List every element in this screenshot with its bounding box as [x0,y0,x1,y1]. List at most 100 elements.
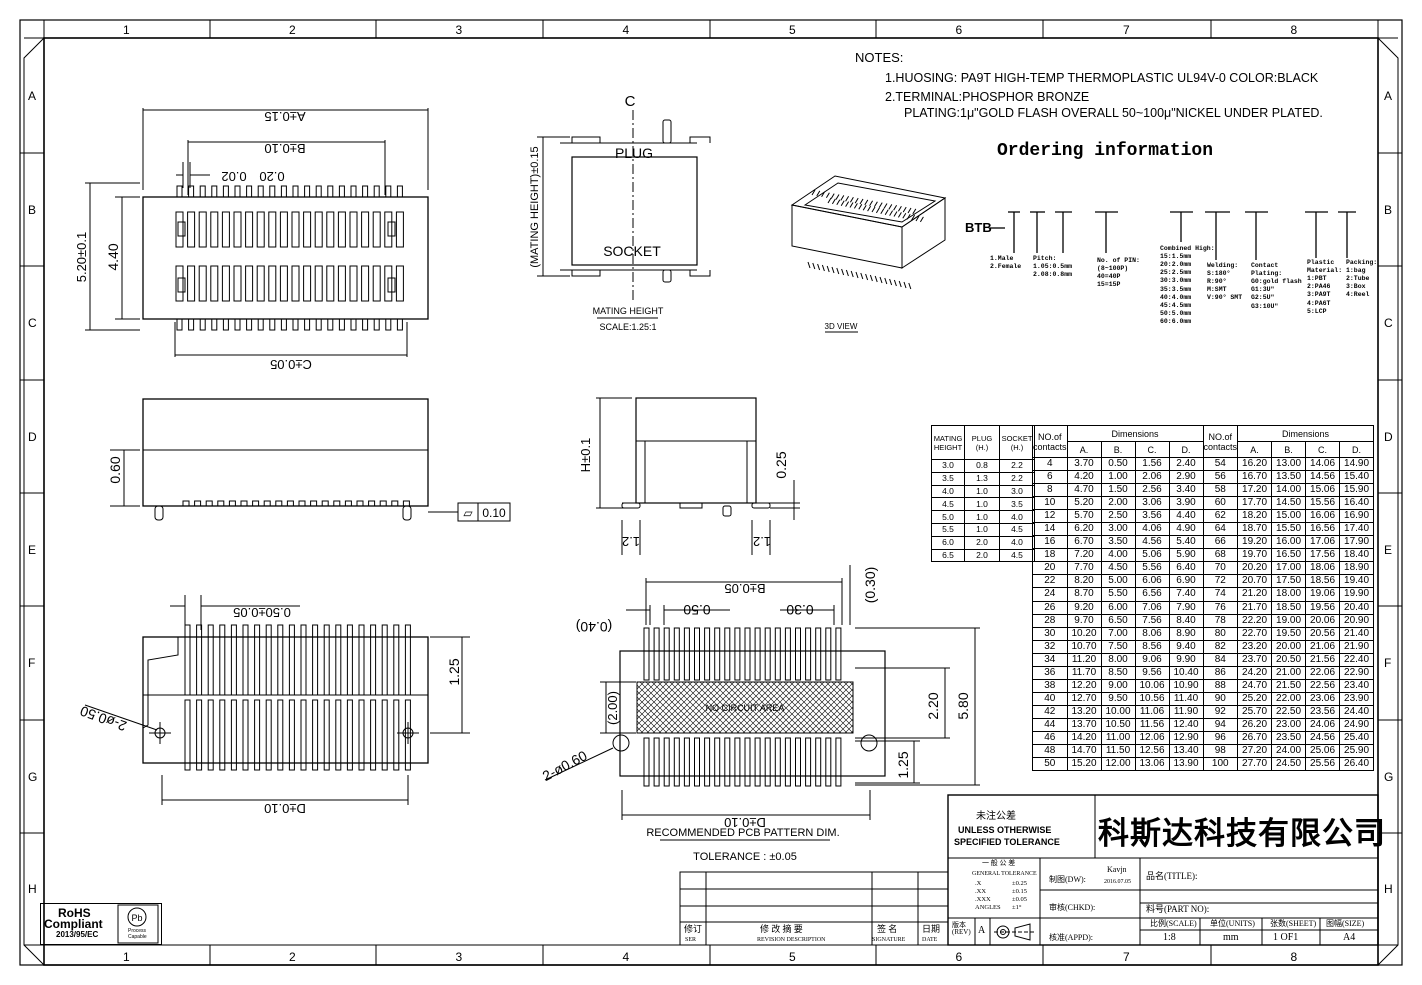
order-pins-3: 15=15P [1097,281,1121,289]
dim-cell: 7.90 [1168,600,1204,615]
dim-cell: 96 [1202,730,1239,746]
dim-p040: (0.40) [576,619,613,635]
dim-cell: 20.00 [1271,639,1307,654]
dim-cell: 54 [1202,456,1239,472]
dim-h060: 0.60 [107,456,123,483]
dim-cell: 14.90 [1339,456,1375,472]
tol-row-2-label: .XXX [975,896,991,903]
tol-row-3-label: ANGLES [975,904,1001,911]
dim-cell: 44 [1032,717,1068,732]
order-height-7: 45:4.5mm [1160,301,1192,309]
dim-pitch: 0.50±0.05 [233,605,291,620]
order-plating-5: G3:10U" [1251,302,1279,310]
frame-col-8-bottom: 8 [1290,950,1298,964]
dim-cell: 20.50 [1271,652,1307,667]
dim-cell: 10.50 [1100,717,1136,732]
dim-cell: 23.40 [1339,678,1375,693]
frame-row-A-right: A [1384,88,1393,103]
dim-cell: 9.06 [1134,652,1170,667]
dim-cell: 14.70 [1066,744,1102,759]
order-packing-2: 2:Tube [1346,275,1370,283]
dim-cell: 21.90 [1339,639,1375,654]
dim-cell: 25.90 [1339,744,1375,759]
dim-w520: 5.20±0.1 [74,232,89,283]
dim-cell: 4.06 [1134,522,1170,537]
rohs-line3: 2013/95/EC [56,930,99,939]
frame-row-E-right: E [1384,542,1393,557]
order-packing-1: 1:bag [1346,267,1366,275]
size-value: A4 [1343,932,1356,943]
dim-cell: 15.00 [1271,509,1307,524]
frame-col-4-bottom: 4 [622,950,630,964]
dim-cell: 12.90 [1168,730,1204,746]
label-socket: SOCKET [603,243,661,259]
dim-cell: 24.20 [1237,665,1273,680]
frame-col-4-top: 4 [622,23,630,37]
dim-cell: 58 [1202,483,1239,498]
dim-p050: 0.50 [683,602,710,618]
dim-cell: 38 [1032,678,1068,693]
mh-header-1: PLUG (H.) [964,425,1000,460]
dim-cell: 66 [1202,535,1239,550]
dim-cell: 22 [1032,574,1068,589]
ordering-title: Ordering information [997,141,1214,161]
dim-cell: 5.06 [1134,548,1170,563]
dim-cell: 16.20 [1237,456,1273,472]
order-gender-0: 1.Male [990,255,1014,262]
order-packing-0: Packing: [1346,259,1378,266]
sheet-value: 1 OF1 [1273,932,1299,943]
dim-cell: 10.40 [1168,665,1204,680]
rev-col-date-en: DATE [922,937,938,943]
dim-cell: 8.90 [1168,626,1204,641]
mh-cell: 1.0 [964,522,1000,537]
rev-value: A [978,925,986,936]
dim-cell: 34 [1032,652,1068,667]
mh-cell: 4.0 [931,484,965,499]
pb-line2: Capable [128,934,147,940]
order-plating-4: G2:5U" [1251,294,1275,302]
dim-cell: 1.56 [1134,456,1170,472]
order-height-6: 40:4.0mm [1160,293,1192,301]
order-pitch-0: Pitch: [1033,255,1057,262]
dim-cell: 26.40 [1339,757,1375,772]
order-pins-0: No. of PIN: [1097,257,1140,264]
order-material-0: Plastic [1307,259,1335,266]
order-height-1: 15:1.5mm [1160,253,1192,261]
dim-p200: (2.00) [605,691,620,725]
dim-cell: 17.40 [1339,522,1375,537]
notes-line1: 1.HUOSING: PA9T HIGH-TEMP THERMOPLASTIC … [885,71,1319,85]
dim-cell: 13.40 [1168,744,1204,759]
dim-cell: 6.06 [1134,574,1170,589]
checked-label: 审核(CHKD): [1049,903,1096,912]
order-pins-2: 40=40P [1097,273,1121,281]
rohs-line1: RoHS [58,906,91,920]
dim-cell: 27.20 [1237,744,1273,759]
dim-cell: 100 [1202,757,1239,772]
dim-cell: 12.20 [1066,678,1102,693]
dim-hole060: 2-ø0.60 [540,747,590,784]
dim-cell: 6.40 [1168,561,1204,576]
frame-col-6-bottom: 6 [955,950,963,964]
frame-col-6-top: 6 [955,23,963,37]
order-height-8: 50:5.0mm [1160,309,1192,317]
dim-cell: 8.06 [1134,626,1170,641]
dim-cell: 20.90 [1339,613,1375,628]
mh-cell: 3.0 [999,484,1035,499]
mh-cell: 1.0 [964,497,1000,512]
order-welding-2: R:90° [1207,278,1227,286]
dim-cell: 5.50 [1100,587,1136,602]
dim-cell: 19.56 [1305,600,1341,615]
scale-header: 比例(SCALE) [1150,919,1197,928]
dim-cell: 10.70 [1066,639,1102,654]
dim-cell: 5.00 [1100,574,1136,589]
mh-cell: 4.0 [999,535,1035,550]
dim-cell: 24.90 [1339,717,1375,732]
dim-col-3: D. [1168,441,1204,458]
dim-cell: 7.06 [1134,600,1170,615]
top-view [85,108,429,357]
